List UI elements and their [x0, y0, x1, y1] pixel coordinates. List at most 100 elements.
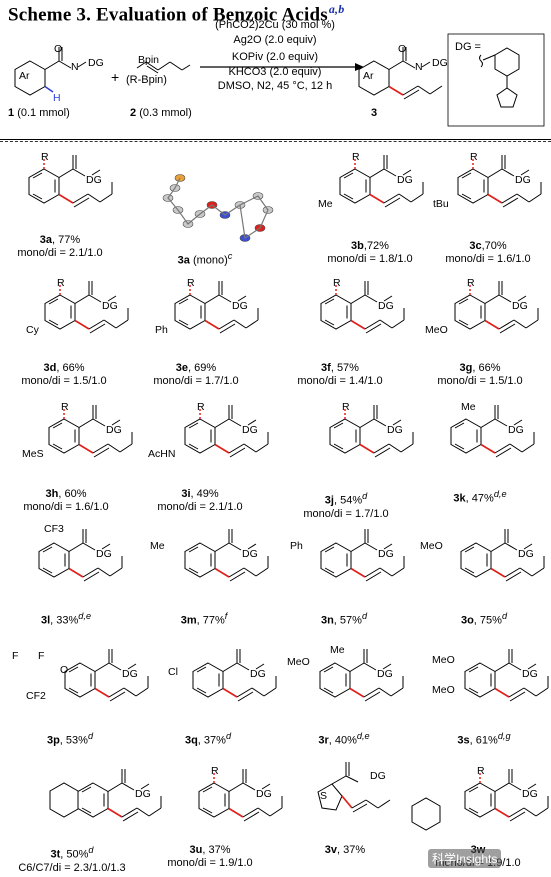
r-label-3j: R: [342, 401, 350, 413]
caption-3i: 3i, 49%mono/di = 2.1/1.0: [157, 488, 243, 513]
dg-label-3q: DG: [250, 668, 266, 680]
dg-label-3j: DG: [387, 424, 403, 436]
dg-label-3r: DG: [377, 668, 393, 680]
meo-label-3o: MeO: [420, 540, 443, 552]
dg-label-3w: DG: [522, 788, 538, 800]
meo-label-3g: MeO: [425, 324, 448, 336]
dg-label-3u: DG: [256, 788, 272, 800]
ph-label-3e: Ph: [155, 324, 168, 336]
ar-label: Ar: [19, 70, 30, 82]
achn-label-3i: AcHN: [148, 448, 176, 460]
dg-label-3m: DG: [242, 548, 258, 560]
dg-label-3l: DG: [96, 548, 112, 560]
reactant1-structure: [14, 47, 87, 96]
o-label-3p: O: [60, 664, 69, 676]
tbu-label-3c: tBu: [433, 198, 449, 210]
dg-label-3d: DG: [102, 300, 118, 312]
caption-3f: 3f, 57%mono/di = 1.4/1.0: [297, 362, 383, 387]
me-label-3m: Me: [150, 540, 165, 552]
reagent2-name: (R-Bpin): [126, 74, 167, 86]
r-label-3g: R: [467, 277, 475, 289]
r-label-3a: R: [41, 151, 49, 163]
dg-label-3p: DG: [122, 668, 138, 680]
structure-3w: [411, 768, 549, 831]
n-label-r1: N: [71, 61, 79, 73]
dg-label-3i: DG: [242, 424, 258, 436]
reagent1-label: 1 (0.1 mmol): [8, 107, 70, 119]
condition-catalyst: (PhCO2)2Cu (30 mol %): [215, 19, 335, 31]
cy-label-3d: Cy: [26, 324, 39, 336]
f-label-3p: F: [12, 650, 19, 662]
meo-label-3r: MeO: [287, 656, 310, 668]
ph-label-3n: Ph: [290, 540, 303, 552]
condition-base: KHCO3 (2.0 equiv): [228, 65, 322, 78]
title-footnotes: a,b: [328, 2, 345, 16]
reaction-conditions: (PhCO2)2Cu (30 mol %) Ag2O (2.0 equiv) K…: [205, 18, 345, 94]
caption-3q: 3q, 37%d: [184, 731, 232, 747]
r-label-3w: R: [477, 765, 485, 777]
caption-3l: 3l, 33%d,e: [40, 611, 92, 627]
cl-label-3q: Cl: [168, 666, 178, 678]
dg-label-3c: DG: [515, 174, 531, 186]
dg-definition-label: DG =: [455, 41, 481, 53]
caption-3s: 3s, 61%d,g: [457, 731, 511, 747]
dg-label-3n: DG: [378, 548, 394, 560]
r-label-3u: R: [211, 765, 219, 777]
header-dashed-divider: [0, 141, 551, 142]
condition-solvent: DMSO, N2, 45 °C, 12 h: [217, 80, 333, 92]
reagent2-label: 2 (0.3 mmol): [130, 107, 192, 119]
caption-3r: 3r, 40%d,e: [318, 731, 370, 747]
dg-label-3k: DG: [508, 424, 524, 436]
bpin-label: Bpin: [138, 54, 160, 66]
r-label-3f: R: [333, 277, 341, 289]
reactant2-structure: [136, 61, 191, 74]
me-label-3r: Me: [330, 644, 345, 656]
caption-3h: 3h, 60%mono/di = 1.6/1.0: [23, 488, 109, 513]
dg-label-3f: DG: [378, 300, 394, 312]
dg-structure: [479, 47, 520, 108]
r-label-3b: R: [352, 151, 360, 163]
meo-label-3s-1: MeO: [432, 654, 455, 666]
caption-3v: 3v, 37%: [324, 844, 366, 856]
condition-additive: KOPiv (2.0 equiv): [231, 51, 319, 63]
condition-oxidant: Ag2O (2.0 equiv): [233, 33, 317, 46]
structure-3v: [317, 762, 391, 813]
caption-3o: 3o, 75%d: [460, 611, 508, 627]
o-label-r1: O: [54, 43, 63, 55]
caption-3u: 3u, 37%mono/di = 1.9/1.0: [167, 844, 253, 869]
dg-label-3s: DG: [522, 668, 538, 680]
xray-3a: [162, 174, 274, 242]
dg-label-3a: DG: [86, 174, 102, 186]
caption-3a: 3a, 77%mono/di = 2.1/1.0: [17, 234, 103, 259]
caption-3d: 3d, 66%mono/di = 1.5/1.0: [21, 362, 107, 387]
me-label-3k: Me: [461, 401, 476, 413]
caption-3p: 3p, 53%d: [46, 731, 94, 747]
product3-structure: [358, 47, 443, 100]
dg-label-3t: DG: [135, 788, 151, 800]
r-label-3c: R: [470, 151, 478, 163]
r-label-3i: R: [197, 401, 205, 413]
dg-label-3o: DG: [518, 548, 534, 560]
r-label-3h: R: [61, 401, 69, 413]
caption-3m: 3m, 77%f: [180, 611, 228, 627]
cf3-label-3l: CF3: [44, 523, 64, 535]
reaction-arrow: [200, 63, 364, 71]
dg-label-3h: DG: [106, 424, 122, 436]
mes-label-3h: MeS: [22, 448, 44, 460]
caption-3e: 3e, 69%mono/di = 1.7/1.0: [153, 362, 239, 387]
s-label-3v: S: [320, 790, 328, 802]
caption-3n: 3n, 57%d: [320, 611, 368, 627]
dg-label-3v: DG: [370, 770, 386, 782]
r-label-3d: R: [57, 277, 65, 289]
watermark: 科学Insights: [428, 849, 502, 868]
caption-3c: 3c,70%mono/di = 1.6/1.0: [445, 240, 531, 265]
caption-3k: 3k, 47%d,e: [453, 489, 507, 505]
dg-label-3e: DG: [232, 300, 248, 312]
dg-definition-box: [447, 33, 545, 127]
dg-label-3g: DG: [512, 300, 528, 312]
f-label-3p-2: F: [38, 650, 45, 662]
caption-3a-xray: 3a (mono)c: [177, 251, 233, 267]
plus-sign: +: [111, 69, 120, 85]
